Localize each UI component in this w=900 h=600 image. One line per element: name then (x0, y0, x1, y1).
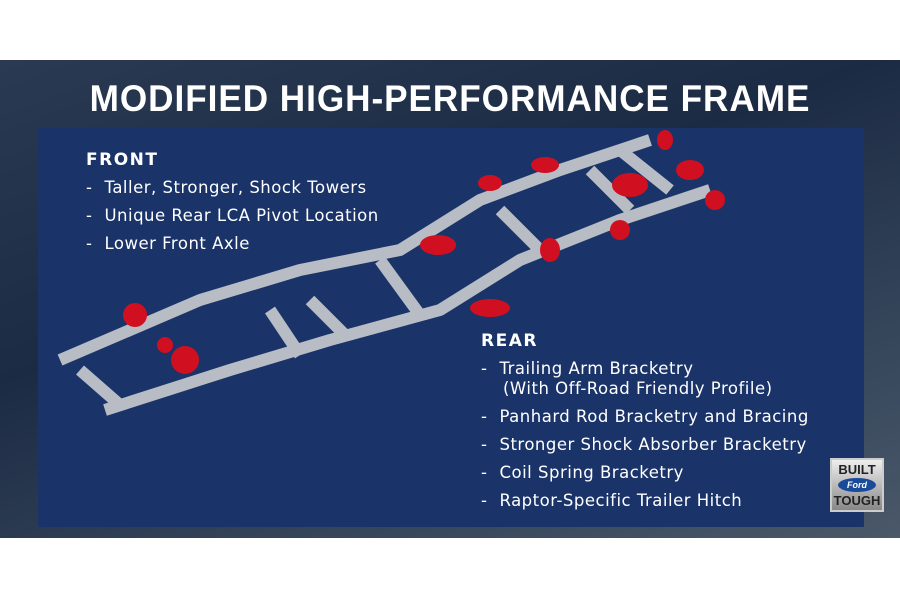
rear-item-text: Trailing Arm Bracketry (499, 359, 694, 378)
ford-oval: Ford (838, 478, 876, 492)
rear-item: Trailing Arm Bracketry(With Off-Road Fri… (481, 358, 809, 400)
front-list: Taller, Stronger, Shock Towers Unique Re… (86, 177, 379, 261)
rear-item: Panhard Rod Bracketry and Bracing (481, 406, 809, 428)
rear-item: Stronger Shock Absorber Bracketry (481, 434, 809, 456)
rear-heading: REAR (481, 331, 538, 351)
logo-bottom-text: TOUGH (833, 493, 881, 508)
front-heading: FRONT (86, 150, 159, 170)
rear-item: Coil Spring Bracketry (481, 462, 809, 484)
front-item: Lower Front Axle (86, 233, 379, 255)
red-brackets (123, 130, 725, 374)
rear-list: Trailing Arm Bracketry(With Off-Road Fri… (481, 358, 809, 518)
logo-top-text: BUILT (838, 462, 876, 477)
front-item: Unique Rear LCA Pivot Location (86, 205, 379, 227)
slide-title: MODIFIED HIGH-PERFORMANCE FRAME (89, 78, 811, 119)
built-ford-tough-logo: BUILT Ford TOUGH (830, 458, 884, 512)
front-item: Taller, Stronger, Shock Towers (86, 177, 379, 199)
rear-item-subtext: (With Off-Road Friendly Profile) (503, 379, 773, 398)
rear-item: Raptor-Specific Trailer Hitch (481, 490, 809, 512)
